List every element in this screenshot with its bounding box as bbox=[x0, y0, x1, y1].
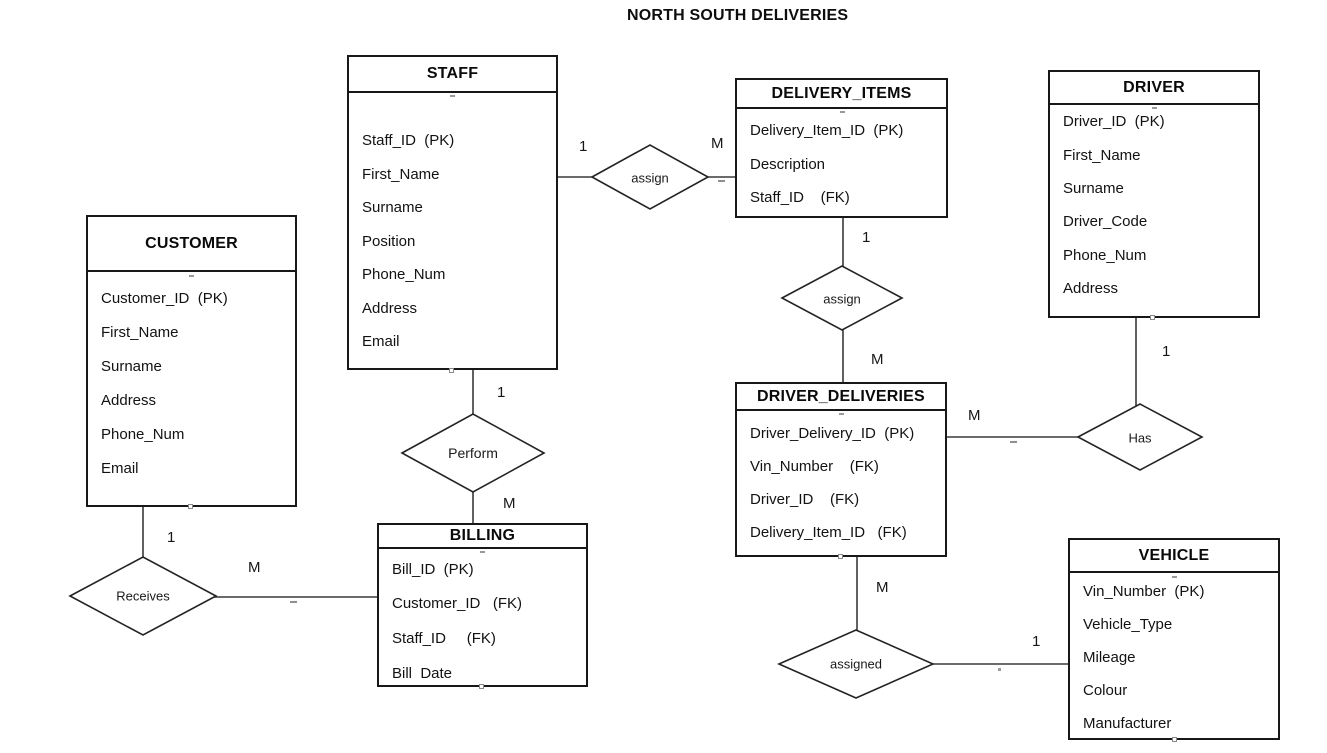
artifact-dash bbox=[189, 275, 194, 277]
entity-staff-title: STAFF bbox=[349, 57, 556, 93]
entity-attribute: Address bbox=[362, 299, 418, 317]
diamond-receives bbox=[68, 556, 218, 636]
entity-attribute: Delivery_Item_ID (FK) bbox=[750, 524, 907, 541]
entity-attribute: Email bbox=[101, 459, 139, 477]
entity-attribute: Driver_ID (PK) bbox=[1063, 113, 1165, 131]
entity-attribute: Staff_ID (FK) bbox=[750, 189, 850, 207]
entity-attribute: Vin_Number (FK) bbox=[750, 458, 879, 475]
cardinality-customer-receives: 1 bbox=[167, 529, 176, 546]
cardinality-has-driver-deliveries: M bbox=[968, 407, 981, 424]
artifact-handle bbox=[838, 554, 843, 559]
entity-attribute: First_Name bbox=[1063, 146, 1141, 164]
entity-billing: BILLING Bill_ID (PK) Customer_ID (FK) Staf… bbox=[377, 523, 588, 687]
artifact-dash bbox=[1152, 107, 1157, 109]
entity-attribute: Surname bbox=[101, 357, 162, 375]
relationship-label-has: Has bbox=[1128, 430, 1152, 446]
cardinality-receives-billing: M bbox=[248, 559, 261, 576]
diagram-title: NORTH SOUTH DELIVERIES bbox=[627, 7, 849, 24]
artifact-dash bbox=[450, 95, 455, 97]
entity-attribute: Vehicle_Type bbox=[1083, 616, 1173, 633]
artifact-dot bbox=[998, 668, 1001, 671]
entity-attribute: Colour bbox=[1083, 682, 1128, 699]
entity-attribute: Email bbox=[362, 333, 400, 351]
relationship-label-receives: Receives bbox=[116, 588, 170, 604]
diamond-assign-1 bbox=[590, 144, 710, 210]
relationship-label-assign-2: assign bbox=[823, 291, 861, 307]
entity-attribute: Description bbox=[750, 155, 826, 173]
cardinality-assigned-vehicle: 1 bbox=[1032, 633, 1041, 650]
entity-attribute: Position bbox=[362, 232, 416, 250]
cardinality-delivery-items-assign: 1 bbox=[862, 229, 871, 246]
entity-vehicle-title: VEHICLE bbox=[1070, 540, 1278, 573]
entity-billing-attributes: Bill_ID (PK) Customer_ID (FK) Staff_ID (FK… bbox=[379, 549, 586, 690]
entity-attribute: Driver_Delivery_ID (PK) bbox=[750, 425, 915, 442]
cardinality-assign-driver-deliveries: M bbox=[871, 351, 884, 368]
entity-attribute: Customer_ID (FK) bbox=[392, 595, 523, 613]
artifact-handle bbox=[449, 368, 454, 373]
entity-attribute: Delivery_Item_ID (PK) bbox=[750, 122, 904, 140]
cardinality-staff-assign: 1 bbox=[579, 138, 588, 155]
artifact-handle bbox=[188, 504, 193, 509]
entity-attribute: Customer_ID (PK) bbox=[101, 289, 228, 307]
entity-attribute: Surname bbox=[362, 199, 423, 217]
entity-attribute: Phone_Num bbox=[362, 266, 446, 284]
entity-attribute: Address bbox=[1063, 280, 1119, 298]
entity-billing-title: BILLING bbox=[379, 525, 586, 549]
relationship-label-assigned: assigned bbox=[829, 656, 883, 672]
entity-attribute: First_Name bbox=[362, 165, 440, 183]
cardinality-driver-has: 1 bbox=[1162, 343, 1171, 360]
artifact-dash bbox=[840, 111, 845, 113]
artifact-dash bbox=[839, 413, 844, 415]
cardinality-perform-billing: M bbox=[503, 495, 516, 512]
entity-attribute: First_Name bbox=[101, 323, 179, 341]
entity-attribute: Vin_Number (PK) bbox=[1083, 583, 1205, 600]
relationship-label-perform: Perform bbox=[448, 445, 498, 461]
entity-customer-title: CUSTOMER bbox=[88, 217, 295, 272]
diamond-has bbox=[1076, 403, 1204, 471]
entity-attribute: Mileage bbox=[1083, 649, 1136, 666]
artifact-handle bbox=[479, 684, 484, 689]
relationship-label-assign-1: assign bbox=[631, 170, 669, 186]
entity-attribute: Bill_ID (PK) bbox=[392, 560, 474, 578]
entity-attribute: Phone_Num bbox=[1063, 246, 1147, 264]
entity-attribute: Address bbox=[101, 391, 157, 409]
artifact-handle bbox=[1150, 315, 1155, 320]
diamond-assign-2 bbox=[780, 265, 904, 331]
artifact-dash bbox=[480, 551, 485, 553]
artifact-handle bbox=[1172, 737, 1177, 742]
diamond-assigned bbox=[777, 629, 935, 699]
diamond-perform bbox=[400, 413, 546, 493]
entity-driver-title: DRIVER bbox=[1050, 72, 1258, 105]
entity-driver-deliveries: DRIVER_DELIVERIES Driver_Delivery_ID (PK… bbox=[735, 382, 947, 557]
artifact-tick bbox=[290, 601, 297, 603]
cardinality-driver-deliveries-assigned: M bbox=[876, 579, 889, 596]
entity-driver-deliveries-title: DRIVER_DELIVERIES bbox=[737, 384, 945, 411]
entity-attribute: Bill Date bbox=[392, 664, 453, 682]
entity-attribute: Manufacturer bbox=[1083, 715, 1172, 732]
artifact-tick bbox=[718, 180, 725, 182]
cardinality-assign-delivery-items: M bbox=[711, 135, 724, 152]
cardinality-staff-perform: 1 bbox=[497, 384, 506, 401]
entity-driver-deliveries-attributes: Driver_Delivery_ID (PK) Vin_Number (FK) Dr… bbox=[737, 411, 945, 549]
artifact-tick bbox=[1010, 441, 1017, 443]
entity-attribute: Staff_ID (PK) bbox=[362, 132, 455, 150]
entity-attribute: Driver_ID (FK) bbox=[750, 491, 860, 508]
artifact-dash bbox=[1172, 576, 1177, 578]
entity-attribute: Surname bbox=[1063, 179, 1124, 197]
entity-delivery-items-title: DELIVERY_ITEMS bbox=[737, 80, 946, 109]
entity-delivery-items: DELIVERY_ITEMS Delivery_Item_ID (PK) Desc… bbox=[735, 78, 948, 218]
entity-attribute: Phone_Num bbox=[101, 425, 185, 443]
entity-attribute: Driver_Code bbox=[1063, 213, 1148, 231]
entity-attribute: Staff_ID (FK) bbox=[392, 629, 496, 647]
